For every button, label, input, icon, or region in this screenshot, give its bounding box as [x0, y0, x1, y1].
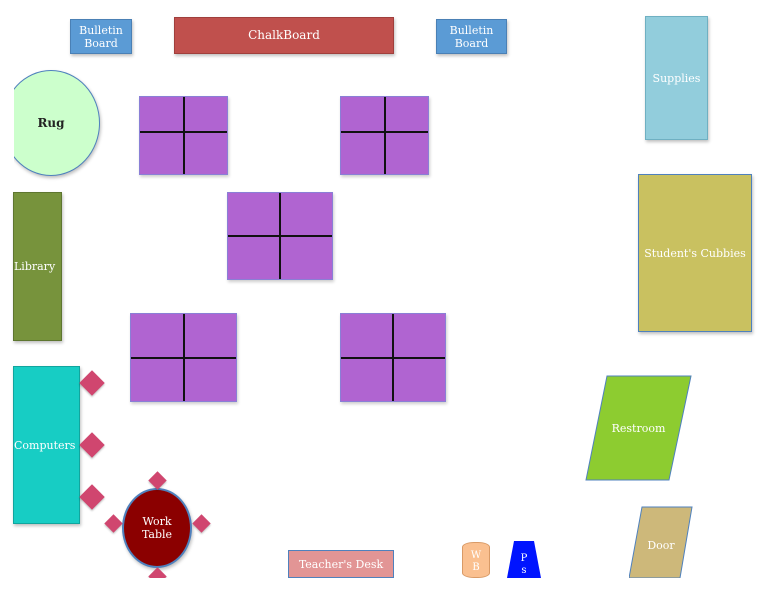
computers-label: Computers — [14, 438, 76, 452]
restroom-label: Restroom — [611, 421, 666, 435]
ps-station: P s — [507, 541, 541, 578]
desk-group-2 — [340, 96, 429, 175]
desk-group-5 — [340, 313, 446, 402]
rug: Rug — [2, 70, 100, 176]
door-label: Door — [647, 538, 675, 552]
rug-label: Rug — [37, 115, 65, 130]
desk-group-4 — [130, 313, 237, 402]
teachers-desk: Teacher's Desk — [288, 550, 394, 578]
restroom-shape — [585, 375, 692, 481]
work-table-label: Work Table — [141, 515, 173, 541]
ps-label: P s — [520, 553, 528, 576]
work-table-chair-right — [192, 514, 211, 533]
desk-group-3 — [227, 192, 333, 280]
computer-chair-1 — [79, 370, 105, 396]
restroom: Restroom — [585, 375, 692, 481]
library: Library — [13, 192, 62, 341]
teachers-desk-label: Teacher's Desk — [298, 557, 384, 571]
chalkboard-label: ChalkBoard — [248, 28, 320, 42]
wastebin: W B — [462, 542, 490, 578]
desk-divider — [228, 235, 332, 237]
desk-group-1 — [139, 96, 228, 175]
page-bottom-edge — [0, 578, 768, 594]
work-table: Work Table — [122, 488, 192, 568]
supplies: Supplies — [645, 16, 708, 140]
students-cubbies: Student's Cubbies — [638, 174, 752, 332]
wastebin-label: W B — [470, 550, 482, 573]
door: Door — [629, 506, 693, 578]
bulletin-board-left: Bulletin Board — [70, 19, 132, 54]
bulletin-board-left-label: Bulletin Board — [79, 23, 123, 50]
computer-chair-2 — [79, 432, 105, 458]
computers: Computers — [13, 366, 80, 524]
bulletin-board-right: Bulletin Board — [436, 19, 507, 54]
library-label: Library — [14, 260, 56, 273]
desk-divider — [341, 131, 428, 133]
page-left-edge — [0, 60, 14, 190]
bulletin-board-right-label: Bulletin Board — [449, 23, 494, 50]
computer-chair-3 — [79, 484, 105, 510]
students-cubbies-label: Student's Cubbies — [644, 246, 746, 260]
desk-divider — [140, 131, 227, 133]
work-table-chair-top — [148, 471, 167, 490]
supplies-label: Supplies — [652, 71, 701, 85]
desk-divider — [341, 357, 445, 359]
chalkboard: ChalkBoard — [174, 17, 394, 54]
ps-shape — [507, 541, 541, 578]
desk-divider — [183, 97, 185, 174]
door-shape — [629, 506, 693, 578]
desk-divider — [384, 97, 386, 174]
work-table-chair-left — [104, 514, 123, 533]
desk-divider — [131, 357, 236, 359]
